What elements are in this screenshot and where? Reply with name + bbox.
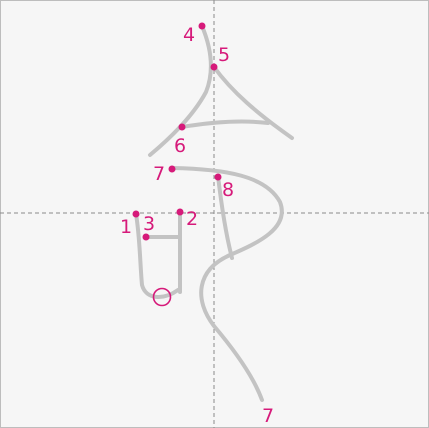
- start-dot-5: [210, 63, 218, 71]
- stroke-1-left-vertical: [134, 212, 180, 299]
- start-dot-8: [214, 173, 222, 181]
- start-dot-3: [142, 233, 150, 241]
- start-dot-1: [132, 210, 140, 218]
- stroke-number-1: 1: [120, 216, 132, 238]
- stroke-number-5: 5: [218, 44, 230, 66]
- stroke-number-6: 6: [174, 135, 186, 157]
- stroke-5-right-sweep: [212, 65, 294, 140]
- stroke-number-8: 8: [222, 179, 234, 201]
- start-dot-7: [168, 165, 176, 173]
- stroke-6-crossbar: [180, 119, 270, 129]
- stroke-number-2: 2: [186, 208, 198, 230]
- stroke-number-4: 4: [183, 24, 195, 46]
- stroke-number-3: 3: [143, 213, 155, 235]
- start-dot-6: [178, 123, 186, 131]
- stroke-4-left-sweep: [148, 24, 213, 157]
- stroke-number-7-end: 7: [262, 405, 274, 427]
- start-dot-4: [198, 22, 206, 30]
- circle-end-icon: [152, 287, 172, 307]
- stroke-8-short-vertical: [216, 174, 234, 260]
- start-dot-2: [176, 208, 184, 216]
- stroke-number-7-start: 7: [153, 163, 165, 185]
